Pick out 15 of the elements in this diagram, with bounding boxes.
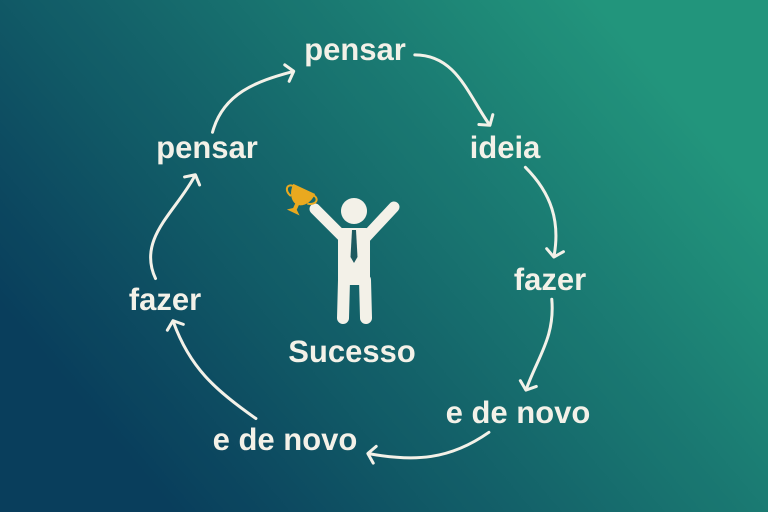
arrow [518, 298, 554, 392]
step-label: fazer [129, 288, 201, 310]
step-label: e de novo [446, 400, 590, 424]
arrow [166, 319, 258, 420]
arrow [211, 63, 296, 134]
step-label: e de novo [214, 428, 356, 450]
arrow [524, 166, 565, 259]
step-label: ideia [472, 136, 541, 158]
step-label: pensar [158, 141, 258, 164]
arrow [413, 53, 494, 127]
caption-text: Sucesso [289, 340, 415, 362]
arrow [366, 430, 490, 465]
step-label: fazer [514, 268, 586, 290]
step-label: pensar [306, 43, 406, 66]
arrow [149, 173, 202, 280]
